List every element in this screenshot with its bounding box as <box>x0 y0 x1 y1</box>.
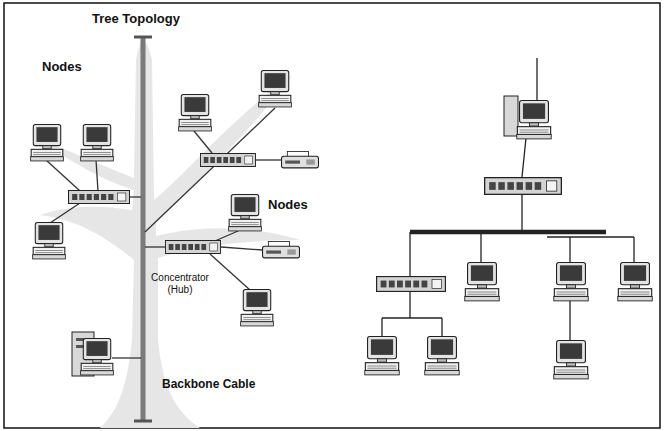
computer <box>33 223 66 259</box>
backbone-line <box>141 38 146 420</box>
wire <box>521 195 522 232</box>
wire <box>382 317 442 318</box>
wire <box>522 138 526 177</box>
nodes-label: Nodes <box>268 198 308 213</box>
hub <box>69 191 130 204</box>
wire <box>215 231 238 241</box>
tower <box>504 96 518 136</box>
nodes-label: Nodes <box>42 60 82 75</box>
diagram-title: Tree Topology <box>92 12 180 27</box>
computer <box>365 337 399 375</box>
wire <box>96 160 98 191</box>
hub-label: Concentrator (Hub) <box>148 272 212 295</box>
wire <box>536 58 537 100</box>
left-wires <box>46 108 281 358</box>
hub <box>377 277 446 292</box>
hub <box>165 241 220 254</box>
wire <box>409 232 410 276</box>
wire <box>112 357 141 358</box>
wire <box>256 159 281 160</box>
bus <box>410 230 606 235</box>
wire <box>569 237 570 262</box>
computer <box>31 125 64 161</box>
computer <box>229 195 262 231</box>
computer <box>259 71 292 107</box>
backbone-label: Backbone Cable <box>162 378 255 392</box>
wire <box>569 300 570 340</box>
wire <box>633 237 634 262</box>
wire <box>145 246 165 247</box>
backbone-cable <box>134 37 152 421</box>
computer <box>81 125 114 161</box>
wire <box>50 203 80 223</box>
wire <box>130 196 141 197</box>
wire <box>409 292 410 318</box>
wire <box>480 232 481 262</box>
hub <box>485 178 562 195</box>
computer <box>618 263 652 301</box>
computer <box>554 263 588 301</box>
right-wires <box>382 58 634 340</box>
frame <box>4 3 660 428</box>
hub <box>200 154 255 167</box>
computer <box>465 263 499 301</box>
backbone-cap <box>134 36 152 39</box>
wire <box>441 318 442 336</box>
backbone-cap <box>134 420 152 423</box>
computer <box>517 101 551 139</box>
wire <box>381 318 382 336</box>
wire <box>194 131 212 153</box>
computer <box>554 341 588 379</box>
computer <box>179 95 212 131</box>
printer <box>282 152 319 168</box>
server <box>72 332 113 376</box>
computer <box>425 337 459 375</box>
root-workstation <box>504 96 551 139</box>
computer <box>81 339 114 375</box>
printer <box>263 242 300 258</box>
wire <box>46 160 80 191</box>
tree-silhouette <box>38 38 300 428</box>
wire <box>210 254 250 290</box>
wire <box>547 236 634 237</box>
computer <box>241 290 274 326</box>
wire <box>221 247 262 250</box>
